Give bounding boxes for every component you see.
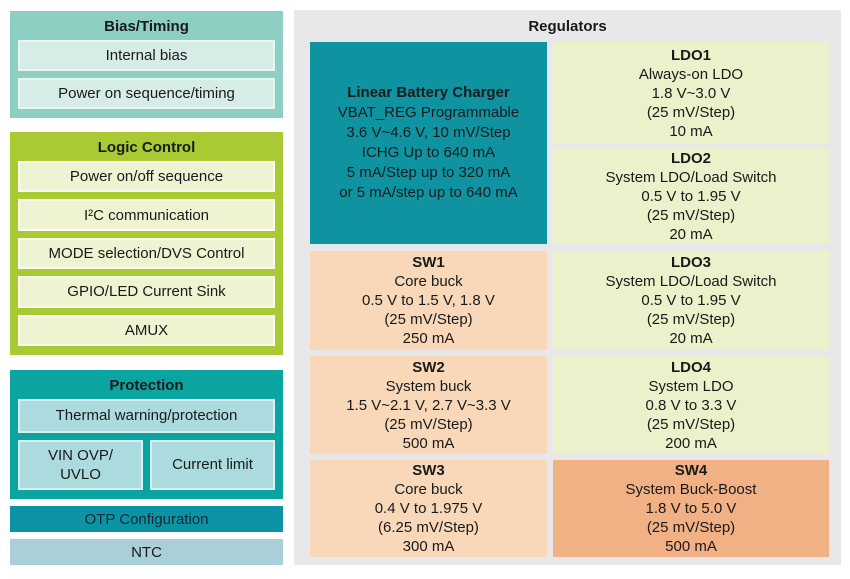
block-line: (25 mV/Step) — [646, 415, 736, 433]
block-line: 1.8 V to 5.0 V — [645, 500, 737, 517]
block-line: 1.8 V~3.0 V — [651, 84, 731, 102]
protection-split-row: VIN OVP/ UVLO Current limit — [18, 439, 275, 490]
block-line: Core buck — [394, 481, 463, 498]
block-line: 0.8 V to 3.3 V — [645, 396, 737, 414]
block-line: 250 mA — [402, 330, 455, 347]
otp-configuration-bar: OTP Configuration — [10, 506, 283, 532]
logic-item-i2c: I²C communication — [18, 199, 275, 231]
block-line: 0.5 V to 1.95 V — [641, 292, 741, 309]
logic-item-amux: AMUX — [18, 314, 275, 347]
protection-item-current-limit: Current limit — [150, 439, 275, 490]
block-line: System LDO/Load Switch — [605, 168, 777, 186]
protection-title: Protection — [109, 377, 184, 394]
logic-control-group: Logic Control Power on/off sequence I²C … — [10, 132, 283, 355]
block-sw1: SW1 Core buck 0.5 V to 1.5 V, 1.8 V (25 … — [310, 251, 547, 350]
block-line: 0.5 V to 1.95 V — [641, 187, 741, 205]
block-line: 20 mA — [669, 225, 713, 243]
block-line: System buck — [385, 377, 472, 395]
block-title: SW1 — [412, 254, 445, 271]
block-line: 3.6 V~4.6 V, 10 mV/Step — [346, 124, 511, 141]
block-title: SW2 — [412, 358, 445, 376]
block-line: or 5 mA/step up to 640 mA — [339, 184, 518, 201]
protection-items: Thermal warning/protection VIN OVP/ UVLO… — [10, 399, 283, 499]
logic-control-items: Power on/off sequence I²C communication … — [10, 161, 283, 355]
block-line: VBAT_REG Programmable — [337, 104, 520, 121]
block-line: 300 mA — [402, 538, 455, 555]
block-sw4: SW4 System Buck-Boost 1.8 V to 5.0 V (25… — [553, 460, 829, 557]
logic-item-mode-dvs: MODE selection/DVS Control — [18, 237, 275, 270]
logic-item-gpio-led: GPIO/LED Current Sink — [18, 276, 275, 308]
block-line: Core buck — [394, 273, 463, 290]
block-title: LDO3 — [670, 254, 711, 271]
block-line: 500 mA — [402, 434, 455, 452]
block-ldo3: LDO3 System LDO/Load Switch 0.5 V to 1.9… — [553, 251, 829, 350]
block-title: LDO4 — [670, 358, 711, 376]
logic-item-power-sequence: Power on/off sequence — [18, 161, 275, 193]
bias-timing-items: Internal bias Power on sequence/timing — [10, 40, 283, 118]
block-ldo1: LDO1 Always-on LDO 1.8 V~3.0 V (25 mV/St… — [553, 42, 829, 144]
block-line: 5 mA/Step up to 320 mA — [346, 164, 511, 181]
block-line: (25 mV/Step) — [384, 415, 473, 433]
block-line: 10 mA — [669, 122, 713, 140]
block-title: SW4 — [674, 462, 708, 479]
logic-control-title: Logic Control — [97, 139, 196, 156]
block-line: (25 mV/Step) — [646, 519, 736, 536]
block-line: 1.5 V~2.1 V, 2.7 V~3.3 V — [346, 396, 511, 414]
block-line: 200 mA — [665, 434, 717, 452]
block-title: LDO1 — [670, 46, 711, 64]
block-sw3: SW3 Core buck 0.4 V to 1.975 V (6.25 mV/… — [310, 460, 547, 557]
block-sw2: SW2 System buck 1.5 V~2.1 V, 2.7 V~3.3 V… — [310, 356, 547, 454]
block-line: (25 mV/Step) — [646, 311, 736, 328]
block-title: Linear Battery Charger — [347, 84, 510, 101]
block-line: (25 mV/Step) — [646, 103, 736, 121]
regulators-panel: Regulators Linear Battery Charger VBAT_R… — [294, 10, 841, 565]
protection-group: Protection Thermal warning/protection VI… — [10, 370, 283, 499]
block-ldo4: LDO4 System LDO 0.8 V to 3.3 V (25 mV/St… — [553, 356, 829, 454]
block-title: SW3 — [412, 462, 445, 479]
block-line: ICHG Up to 640 mA — [361, 144, 496, 161]
block-line: (6.25 mV/Step) — [378, 519, 479, 536]
regulators-title: Regulators — [528, 18, 607, 35]
block-ldo2: LDO2 System LDO/Load Switch 0.5 V to 1.9… — [553, 148, 829, 244]
block-line: (25 mV/Step) — [646, 206, 736, 224]
protection-item-thermal: Thermal warning/protection — [18, 399, 275, 433]
block-line: System LDO/Load Switch — [605, 273, 777, 290]
bias-item-power-on-sequence: Power on sequence/timing — [18, 78, 275, 109]
protection-item-vin-ovp-uvlo: VIN OVP/ UVLO — [18, 439, 143, 490]
block-line: (25 mV/Step) — [384, 311, 473, 328]
block-line: 20 mA — [669, 330, 713, 347]
bias-item-internal-bias: Internal bias — [18, 40, 275, 71]
block-line: System Buck-Boost — [625, 481, 757, 498]
block-line: 500 mA — [665, 538, 717, 555]
block-line: 0.5 V to 1.5 V, 1.8 V — [362, 292, 495, 309]
ntc-bar: NTC — [10, 539, 283, 565]
block-title: LDO2 — [670, 149, 711, 167]
block-linear-battery-charger: Linear Battery Charger VBAT_REG Programm… — [310, 42, 547, 244]
bias-timing-title: Bias/Timing — [104, 18, 189, 35]
block-line: Always-on LDO — [638, 65, 744, 83]
bias-timing-group: Bias/Timing Internal bias Power on seque… — [10, 11, 283, 118]
block-line: System LDO — [648, 377, 734, 395]
block-line: 0.4 V to 1.975 V — [374, 500, 483, 517]
